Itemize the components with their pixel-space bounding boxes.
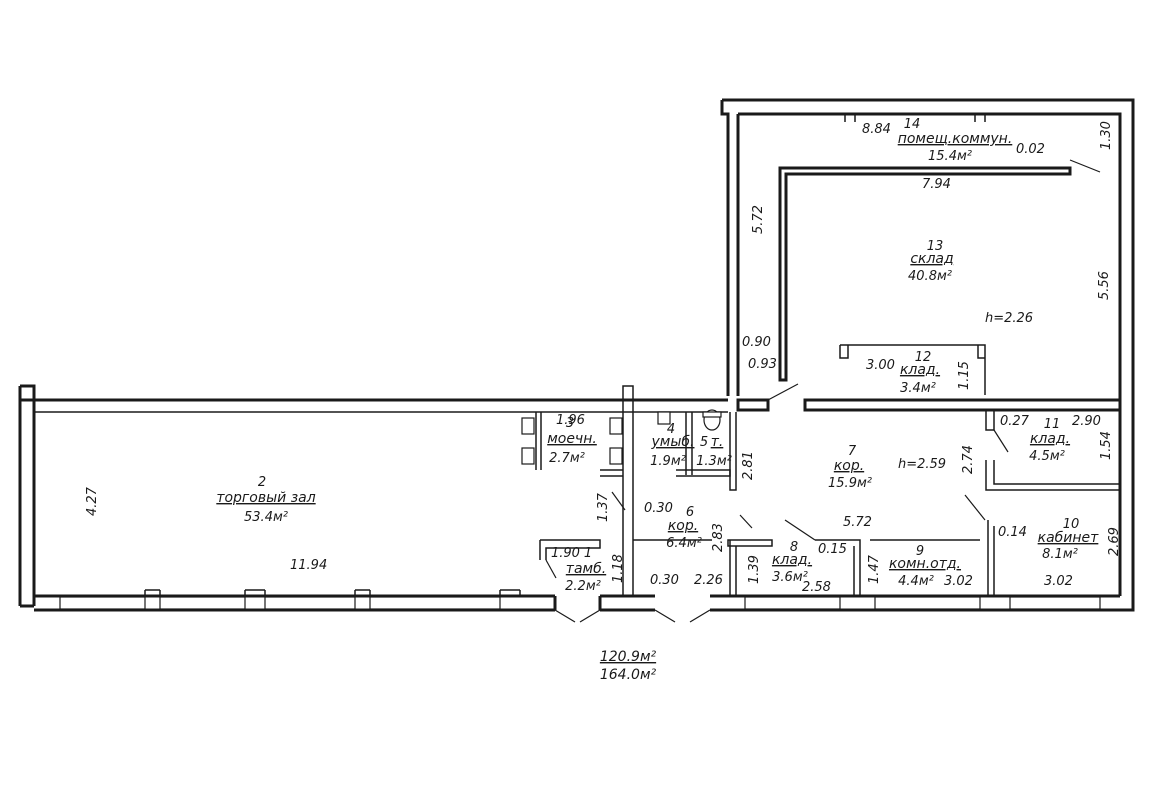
room-10-number: 10 (1063, 517, 1080, 532)
room-7-number: 7 (848, 444, 857, 459)
room-1-area: 2.2м² (565, 579, 601, 594)
dimension-label: 2.58 (802, 580, 831, 595)
room-labels: 14 помещ.коммун. 15.4м² 13 склад 40.8м² … (216, 117, 1099, 594)
room-14-name: помещ.коммун. (898, 131, 1013, 147)
dimension-label: 0.30 (644, 501, 673, 516)
sink-icon (657, 411, 671, 425)
dimension-label: 3.02 (944, 574, 973, 589)
room-14-area: 15.4м² (928, 149, 972, 164)
toilet-tank-icon (702, 411, 722, 418)
dimension-label: 0.02 (1016, 142, 1045, 157)
dimensions: 8.84 0.02 1.30 7.94 5.72 5.56 0.90 0.93 … (85, 121, 1122, 595)
dimension-label: 2.69 (1107, 527, 1122, 556)
dimension-label: 1.54 (1099, 431, 1114, 460)
dimension-label: 2.74 (961, 445, 976, 474)
room-10-area: 8.1м² (1042, 547, 1078, 562)
room-4-number: 4 (667, 422, 675, 437)
dimension-label: 1.37 (596, 492, 611, 522)
room-4-name: умыб. (651, 434, 695, 450)
dimension-label: 8.84 (862, 122, 891, 137)
dimension-label: 11.94 (290, 558, 327, 573)
dimension-label: 1.30 (1099, 121, 1114, 150)
room-2-name: торговый зал (216, 490, 315, 506)
room-13-name: склад (910, 251, 953, 267)
dimension-label: 0.14 (998, 525, 1027, 540)
dimension-label: 0.15 (818, 542, 847, 557)
height-label-corridor: h=2.59 (898, 457, 946, 472)
room-11-number: 11 (1044, 417, 1061, 432)
room-12-name: клад. (900, 362, 940, 378)
room-9-area: 4.4м² (898, 574, 934, 589)
fixtures (521, 409, 722, 465)
room-1-name: тамб. (566, 561, 606, 577)
room-14-number: 14 (904, 117, 921, 132)
total-area: 164.0м² (600, 667, 657, 683)
room-6-number: 6 (686, 505, 694, 520)
room-11-name: клад. (1030, 431, 1070, 447)
room-10-name: кабинет (1038, 530, 1100, 546)
room-6-area: 6.4м² (666, 536, 702, 551)
total-living-area: 120.9м² (600, 649, 657, 665)
room-7-name: кор. (834, 458, 864, 474)
dimension-label: 7.94 (922, 177, 951, 192)
dimension-label: 5.56 (1097, 271, 1112, 300)
dimension-label: 1.90 (551, 546, 580, 561)
dimension-label: 2.81 (741, 451, 756, 480)
room-4-area: 1.9м² (650, 454, 686, 469)
room-6-name: кор. (668, 518, 698, 534)
dimension-label: 1.18 (611, 554, 626, 583)
sink-icon (609, 447, 623, 465)
room-2-area: 53.4м² (244, 510, 288, 525)
room-5-area: 1.3м² (696, 454, 732, 469)
dimension-label: 1.96 (556, 413, 585, 428)
room-12-number: 12 (915, 350, 932, 365)
dimension-label: 1.39 (747, 555, 762, 584)
room-3-area: 2.7м² (549, 451, 585, 466)
room-13-area: 40.8м² (908, 269, 952, 284)
windows (59, 114, 1101, 610)
room-13-number: 13 (927, 239, 944, 254)
room-8-name: клад. (772, 552, 812, 568)
room-9-name: комн.отд. (889, 556, 961, 572)
dimension-label: 0.93 (748, 357, 777, 372)
dimension-label: 5.72 (843, 515, 872, 530)
dimension-label: 0.27 (1000, 414, 1030, 429)
doors (545, 159, 1101, 623)
dimension-label: 2.83 (711, 523, 726, 552)
dimension-label: 3.02 (1044, 574, 1073, 589)
dimension-label: 0.90 (742, 335, 771, 350)
room-1-number: 1 (584, 546, 592, 561)
ceiling-heights: h=2.26 h=2.59 (898, 311, 1033, 472)
room-9-number: 9 (916, 544, 924, 559)
room-8-area: 3.6м² (772, 570, 808, 585)
dimension-label: 4.27 (85, 486, 100, 516)
dimension-label: 5.72 (751, 205, 766, 234)
sink-icon (521, 417, 535, 435)
room-2-number: 2 (258, 475, 266, 490)
dimension-label: 0.30 (650, 573, 679, 588)
interior-walls (535, 166, 1122, 597)
sink-icon (609, 417, 623, 435)
room-5-number: 5 (700, 435, 708, 450)
dimension-label: 3.00 (866, 358, 895, 373)
sink-icon (521, 447, 535, 465)
outer-walls (18, 98, 1135, 612)
room-12-area: 3.4м² (900, 381, 936, 396)
room-5-name: т. (711, 434, 724, 450)
room-7-area: 15.9м² (828, 476, 872, 491)
dimension-label: 1.47 (867, 554, 882, 584)
height-label-storage: h=2.26 (985, 311, 1033, 326)
room-3-number: 3 (566, 416, 574, 431)
room-11-area: 4.5м² (1029, 449, 1065, 464)
area-totals: 120.9м² 164.0м² (600, 649, 657, 683)
room-3-name: моечн. (547, 431, 597, 447)
dimension-label: 1.15 (957, 361, 972, 390)
dimension-label: 2.90 (1072, 414, 1101, 429)
dimension-label: 2.26 (694, 573, 723, 588)
room-8-number: 8 (790, 540, 798, 555)
